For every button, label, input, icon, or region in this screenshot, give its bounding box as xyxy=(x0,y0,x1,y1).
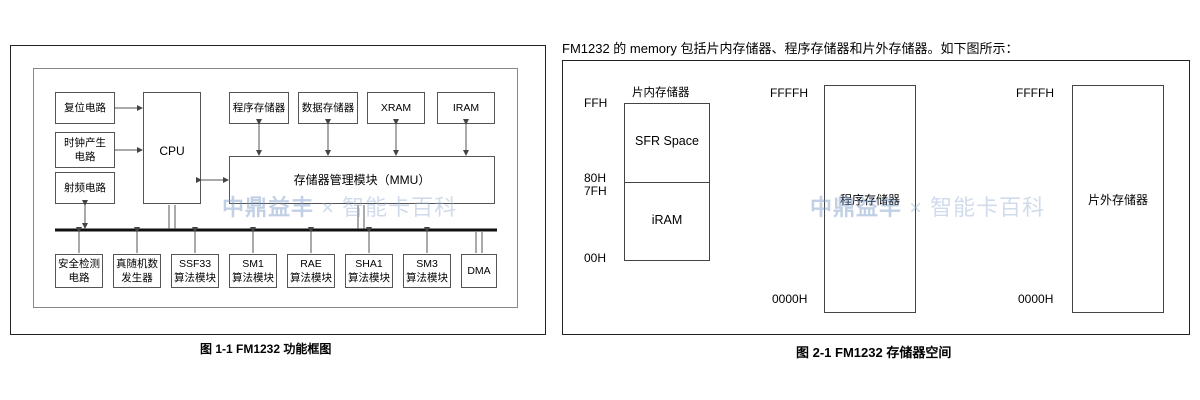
watermark-tagline: 智能卡百科 xyxy=(342,195,458,220)
iram-label: IRAM xyxy=(452,101,480,114)
security-detect-box: 安全检测电路 xyxy=(55,254,103,288)
watermark-separator-right: × xyxy=(909,195,923,220)
watermark-tagline-right: 智能卡百科 xyxy=(930,195,1046,220)
reset-circuit-box: 复位电路 xyxy=(55,92,115,124)
cpu-label: CPU xyxy=(159,144,185,158)
fig2-intro-text: FM1232 的 memory 包括片内存储器、程序存储器和片外存储器。如下图所… xyxy=(562,41,1019,56)
dma-label: DMA xyxy=(467,264,491,277)
security-detect-label: 安全检测电路 xyxy=(58,257,100,284)
rf-circuit-label: 射频电路 xyxy=(64,181,106,194)
sfr-space-label: SFR Space xyxy=(635,134,699,148)
sm3-box: SM3 算法模块 xyxy=(403,254,451,288)
fig2-outer-frame xyxy=(562,60,1190,335)
fig1-outer-frame xyxy=(10,45,546,335)
watermark-separator: × xyxy=(321,195,335,220)
mmu-box: 存储器管理模块（MMU） xyxy=(229,156,495,204)
ssf33-label: SSF33 算法模块 xyxy=(174,257,216,284)
reset-circuit-label: 复位电路 xyxy=(64,101,106,114)
addr-7fh: 7FH xyxy=(584,184,607,198)
dma-box: DMA xyxy=(461,254,497,288)
onchip-memory-title: 片内存储器 xyxy=(632,87,690,99)
ext-addr-bottom: 0000H xyxy=(1018,292,1054,306)
fig1-chip-frame xyxy=(33,68,518,308)
xram-label: XRAM xyxy=(380,101,412,114)
onchip-divider xyxy=(624,182,710,183)
watermark-brand-right: 中鼎益丰 xyxy=(810,195,903,220)
program-memory-block: 程序存储器 xyxy=(824,85,916,313)
watermark-brand: 中鼎益丰 xyxy=(222,195,315,220)
xram-box: XRAM xyxy=(367,92,425,124)
clock-circuit-box: 时钟产生电路 xyxy=(55,132,115,168)
sm1-box: SM1 算法模块 xyxy=(229,254,277,288)
addr-ffh: FFH xyxy=(584,96,608,110)
watermark-right: 中鼎益丰 × 智能卡百科 xyxy=(810,190,1045,222)
sm3-label: SM3 算法模块 xyxy=(406,257,448,284)
rae-box: RAE 算法模块 xyxy=(287,254,335,288)
sm1-label: SM1 算法模块 xyxy=(232,257,274,284)
program-memory-region-label: 程序存储器 xyxy=(839,192,900,207)
addr-80h: 80H xyxy=(584,171,607,185)
program-memory-box: 程序存储器 xyxy=(229,92,289,124)
rng-box: 真随机数发生器 xyxy=(113,254,161,288)
mmu-label: 存储器管理模块（MMU） xyxy=(293,172,431,187)
sha1-label: SHA1 算法模块 xyxy=(348,257,390,284)
rng-label: 真随机数发生器 xyxy=(116,257,158,284)
ext-addr-top: FFFFH xyxy=(1016,86,1054,100)
prog-addr-bottom: 0000H xyxy=(772,292,808,306)
data-memory-box: 数据存储器 xyxy=(298,92,358,124)
sha1-box: SHA1 算法模块 xyxy=(345,254,393,288)
watermark-left: 中鼎益丰 × 智能卡百科 xyxy=(222,190,457,222)
fig1-caption: 图 1-1 FM1232 功能框图 xyxy=(200,342,332,356)
cpu-box: CPU xyxy=(143,92,201,204)
rae-label: RAE 算法模块 xyxy=(290,257,332,284)
fig2-caption: 图 2-1 FM1232 存储器空间 xyxy=(796,345,952,360)
clock-circuit-label: 时钟产生电路 xyxy=(64,136,106,163)
prog-addr-top: FFFFH xyxy=(770,86,808,100)
data-memory-label: 数据存储器 xyxy=(301,101,355,114)
program-memory-label: 程序存储器 xyxy=(232,101,286,114)
iram-box: IRAM xyxy=(437,92,495,124)
external-memory-region-label: 片外存储器 xyxy=(1087,192,1148,207)
ssf33-box: SSF33 算法模块 xyxy=(171,254,219,288)
external-memory-block: 片外存储器 xyxy=(1072,85,1164,313)
addr-00h: 00H xyxy=(584,251,607,265)
iram-region-label: iRAM xyxy=(651,213,683,227)
rf-circuit-box: 射频电路 xyxy=(55,172,115,204)
